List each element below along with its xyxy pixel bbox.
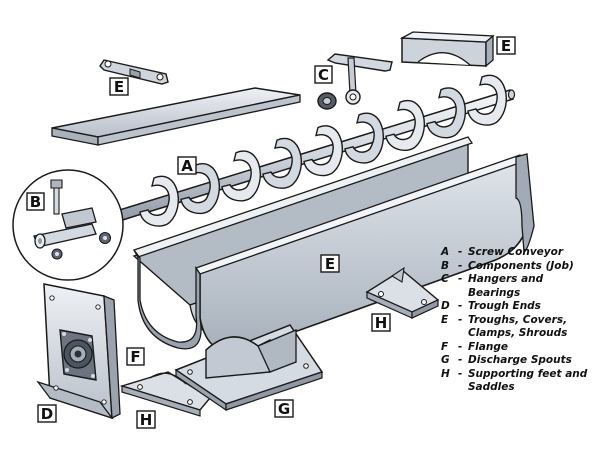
legend-separator: - — [458, 313, 463, 326]
callout-h-left-label: H — [140, 411, 153, 429]
screw-flight — [344, 112, 384, 164]
screw-flight — [221, 150, 261, 202]
callout-b-label: B — [30, 193, 41, 211]
callout-e-trough-label: E — [325, 255, 335, 273]
callout-c-label: C — [318, 66, 329, 84]
legend-text: Components (Job) — [468, 259, 574, 272]
legend-item: B-Components (Job) — [441, 260, 597, 274]
legend-item: G-Discharge Spouts — [441, 354, 597, 368]
legend-item: C-Hangers and Bearings — [441, 273, 597, 300]
discharge-spout — [174, 324, 324, 412]
legend-separator: - — [458, 273, 463, 285]
callout-f: F — [126, 347, 145, 366]
legend-text: Flange — [468, 340, 508, 353]
legend-separator: - — [458, 354, 463, 366]
legend-item: D-Trough Ends — [441, 300, 597, 314]
callout-a-label: A — [181, 157, 193, 175]
trough-shroud — [399, 31, 495, 68]
supporting-saddle-right — [365, 266, 440, 319]
legend-separator: - — [458, 246, 463, 258]
screw-flight — [303, 125, 343, 177]
legend-key: F — [441, 340, 449, 353]
callout-g-label: G — [278, 400, 290, 418]
screw-flight — [467, 74, 507, 126]
trough-cover — [51, 87, 301, 146]
callout-e-clamp: E — [109, 77, 129, 96]
trough-end-bearing — [59, 329, 97, 381]
callout-h-right: H — [371, 313, 391, 332]
callout-g: G — [274, 399, 294, 418]
legend-key: C — [441, 273, 449, 285]
callout-e-trough: E — [320, 254, 340, 273]
screw-conveyor — [110, 74, 516, 227]
callout-b: B — [26, 192, 45, 211]
legend-key: B — [441, 259, 450, 272]
hanger-bearing-nut — [317, 92, 337, 110]
legend-item: H-Supporting feet and Saddles — [441, 368, 597, 395]
screw-flights — [139, 74, 507, 227]
legend-key: A — [441, 246, 450, 258]
screw-flight — [385, 99, 425, 151]
callout-h-right-label: H — [375, 314, 388, 332]
screw-flight — [426, 87, 466, 139]
callout-a: A — [177, 156, 197, 175]
legend-text: Troughs, Covers, Clamps, Shrouds — [468, 313, 568, 340]
components-detail — [12, 169, 124, 281]
legend-text: Discharge Spouts — [468, 354, 572, 366]
legend-key: H — [441, 367, 450, 380]
legend-text: Supporting feet and Saddles — [468, 367, 588, 394]
legend-text: Trough Ends — [468, 300, 541, 312]
legend-key: E — [441, 313, 449, 326]
legend-separator: - — [458, 340, 463, 353]
callout-e-shroud-label: E — [501, 37, 511, 55]
legend-key: D — [441, 300, 450, 312]
callout-d-label: D — [41, 405, 53, 423]
trough-clamp — [99, 59, 169, 85]
screw-flight — [180, 163, 220, 215]
callout-e-clamp-label: E — [114, 78, 124, 96]
legend-text: Screw Conveyor — [468, 246, 564, 258]
hanger-bracket — [326, 53, 393, 105]
callout-d: D — [37, 404, 57, 423]
callout-e-shroud: E — [496, 36, 516, 55]
screw-flight — [139, 175, 179, 227]
legend-text: Hangers and Bearings — [468, 273, 544, 299]
callout-c: C — [314, 65, 333, 84]
callout-h-left: H — [136, 410, 156, 429]
legend-item: A-Screw Conveyor — [441, 246, 597, 260]
legend-item: E-Troughs, Covers, Clamps, Shrouds — [441, 314, 597, 341]
conveyor-trough — [132, 136, 535, 353]
legend-separator: - — [458, 300, 463, 312]
legend-separator: - — [458, 259, 463, 272]
legend-item: F-Flange — [441, 341, 597, 355]
legend-separator: - — [458, 367, 463, 380]
legend-key: G — [441, 354, 450, 366]
screw-flight — [262, 137, 302, 189]
callout-f-label: F — [130, 348, 140, 366]
supporting-foot-left — [119, 371, 212, 417]
